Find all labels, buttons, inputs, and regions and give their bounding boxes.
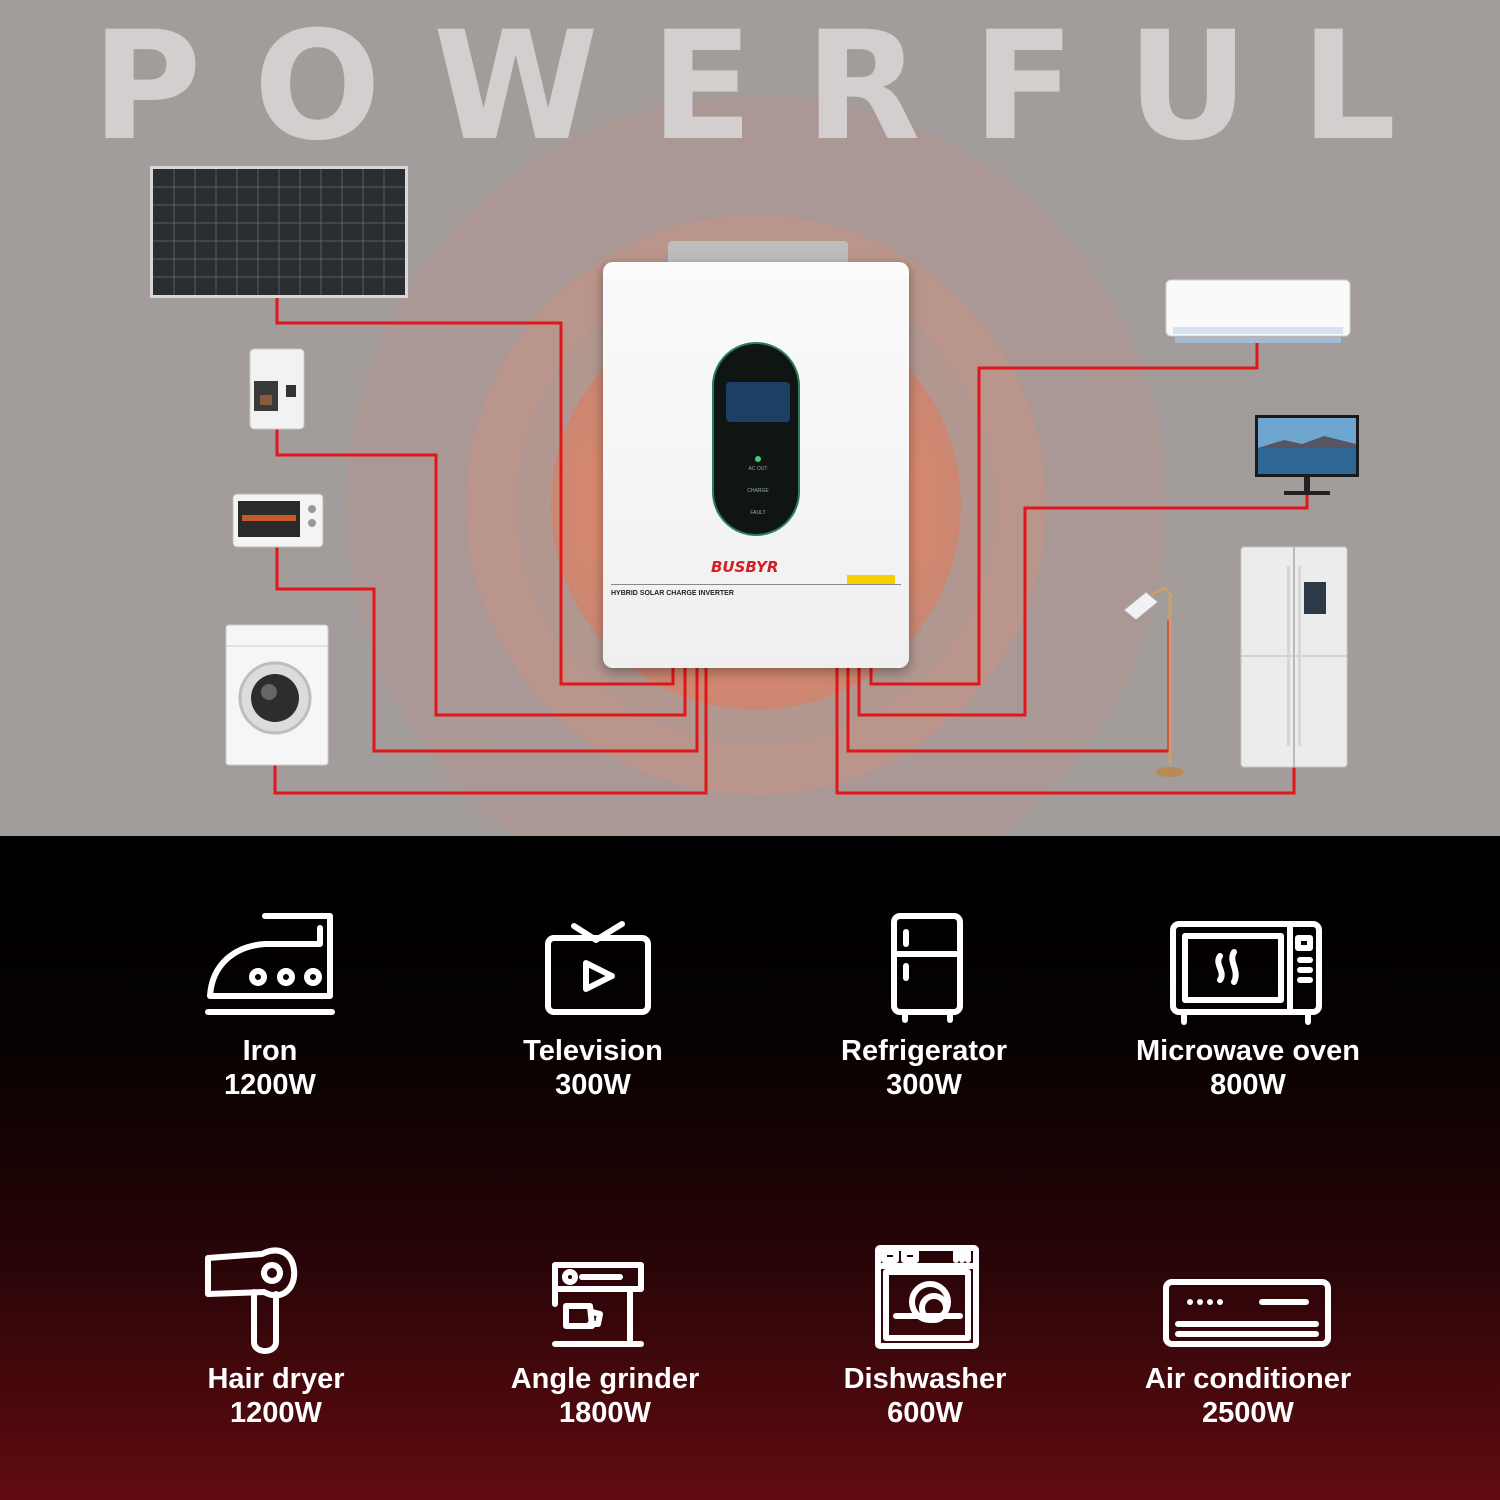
refrigerator-icon	[891, 913, 963, 1023]
monitor	[1255, 415, 1359, 495]
appliance-power-section: Iron 1200W Television 300W Refrigerator …	[0, 836, 1500, 1500]
air-conditioner-icon	[1163, 1279, 1331, 1347]
headline: POWERFUL	[91, 0, 1449, 174]
hybrid-inverter: AC OUT CHARGE FAULT BUSBYR HYBRID SOLAR …	[603, 262, 909, 668]
connection-diagram: POWERFUL	[0, 0, 1500, 836]
air-conditioner	[1165, 279, 1351, 343]
appliance-hair-dryer: Hair dryer 1200W	[126, 1362, 426, 1430]
appliance-television: Television 300W	[443, 1034, 743, 1102]
washing-machine	[225, 624, 329, 766]
control-panel: AC OUT CHARGE FAULT	[712, 342, 800, 536]
appliance-name: Air conditioner	[1144, 1363, 1352, 1395]
appliance-power: 2500W	[1202, 1397, 1294, 1429]
divider	[611, 584, 901, 585]
coffee-machine-icon	[552, 1262, 644, 1347]
indicator-charge: CHARGE	[747, 488, 769, 494]
appliance-power: 1200W	[230, 1397, 322, 1429]
floor-lamp	[1123, 586, 1184, 777]
appliance-refrigerator: Refrigerator 300W	[774, 1034, 1074, 1102]
appliance-iron: Iron 1200W	[120, 1034, 420, 1102]
appliance-air-conditioner: Air conditioner 2500W	[1098, 1362, 1398, 1430]
appliance-microwave-oven: Microwave oven 800W	[1098, 1034, 1398, 1102]
appliance-power: 1200W	[224, 1069, 316, 1101]
appliance-name: Television	[523, 1035, 663, 1067]
appliance-name: Dishwasher	[843, 1363, 1007, 1395]
solar-panel	[150, 166, 408, 298]
warning-label	[847, 575, 895, 584]
appliance-angle-grinder: Angle grinder 1800W	[455, 1362, 755, 1430]
appliance-name: Refrigerator	[841, 1035, 1007, 1067]
appliance-name: Angle grinder	[510, 1363, 700, 1395]
model-label: HYBRID SOLAR CHARGE INVERTER	[611, 590, 734, 597]
iron-icon	[205, 913, 335, 1015]
indicator-fault: FAULT	[750, 510, 766, 516]
appliance-icons	[205, 913, 1331, 1354]
television-icon	[545, 921, 651, 1015]
appliance-power: 800W	[1210, 1069, 1286, 1101]
ac-dots	[1187, 1299, 1223, 1305]
appliance-dishwasher: Dishwasher 600W	[775, 1362, 1075, 1430]
coffee-machine	[249, 348, 305, 430]
indicator-ac-out: AC OUT	[748, 466, 768, 472]
status-led	[755, 456, 761, 462]
refrigerator	[1240, 546, 1348, 768]
appliance-name: Microwave oven	[1135, 1035, 1361, 1067]
mounting-bracket	[668, 241, 848, 265]
hair-dryer-icon	[205, 1247, 298, 1354]
appliance-power: 300W	[886, 1069, 962, 1101]
dishwasher-icon	[875, 1245, 979, 1349]
brand-logo: BUSBYR	[711, 558, 779, 576]
lcd-screen	[726, 382, 790, 422]
appliance-power: 1800W	[559, 1397, 651, 1429]
appliance-power: 600W	[887, 1397, 963, 1429]
appliance-name: Iron	[242, 1035, 298, 1067]
toaster-oven	[232, 493, 324, 548]
appliance-power: 300W	[555, 1069, 631, 1101]
microwave-icon	[1170, 921, 1322, 1025]
appliance-name: Hair dryer	[207, 1363, 345, 1395]
